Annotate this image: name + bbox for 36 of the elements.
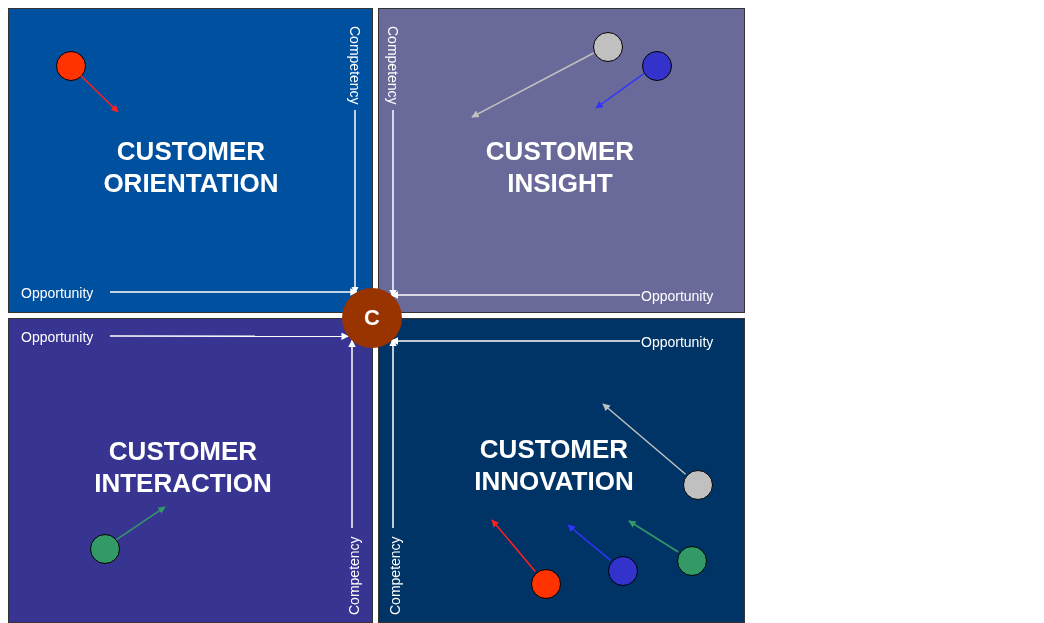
arrow xyxy=(115,506,166,541)
axis-label: Opportunity xyxy=(21,284,111,302)
arrow xyxy=(389,338,397,529)
arrow xyxy=(390,337,641,345)
axis-label: Opportunity xyxy=(641,333,733,351)
quadrant-panel xyxy=(378,318,745,623)
arrow xyxy=(491,519,537,573)
quadrant-panel xyxy=(378,8,745,313)
arrow xyxy=(471,52,595,118)
axis-label: Competency xyxy=(345,529,361,623)
company-marker xyxy=(608,556,638,586)
arrow xyxy=(348,339,356,529)
arrow xyxy=(628,520,680,553)
quadrant-title: CUSTOMER ORIENTATION xyxy=(102,135,280,199)
arrow xyxy=(109,288,358,296)
arrow xyxy=(79,74,119,113)
company-marker xyxy=(56,51,86,81)
company-marker xyxy=(90,534,120,564)
arrow xyxy=(602,403,687,476)
axis-label: Opportunity xyxy=(641,287,733,305)
axis-label: Opportunity xyxy=(21,328,111,346)
company-marker xyxy=(677,546,707,576)
axis-label: Competency xyxy=(386,19,402,111)
arrow xyxy=(390,291,641,299)
quadrant-title: CUSTOMER INNOVATION xyxy=(473,433,635,497)
company-marker xyxy=(642,51,672,81)
arrow xyxy=(109,332,349,341)
quadrant-title: CUSTOMER INTERACTION xyxy=(93,435,273,499)
axis-label: Competency xyxy=(386,529,402,623)
arrow xyxy=(595,72,645,109)
quadrant-title: CUSTOMER INSIGHT xyxy=(484,135,636,199)
company-marker xyxy=(683,470,713,500)
arrow xyxy=(567,524,612,562)
axis-label: Competency xyxy=(348,19,364,111)
company-marker xyxy=(531,569,561,599)
company-marker xyxy=(593,32,623,62)
